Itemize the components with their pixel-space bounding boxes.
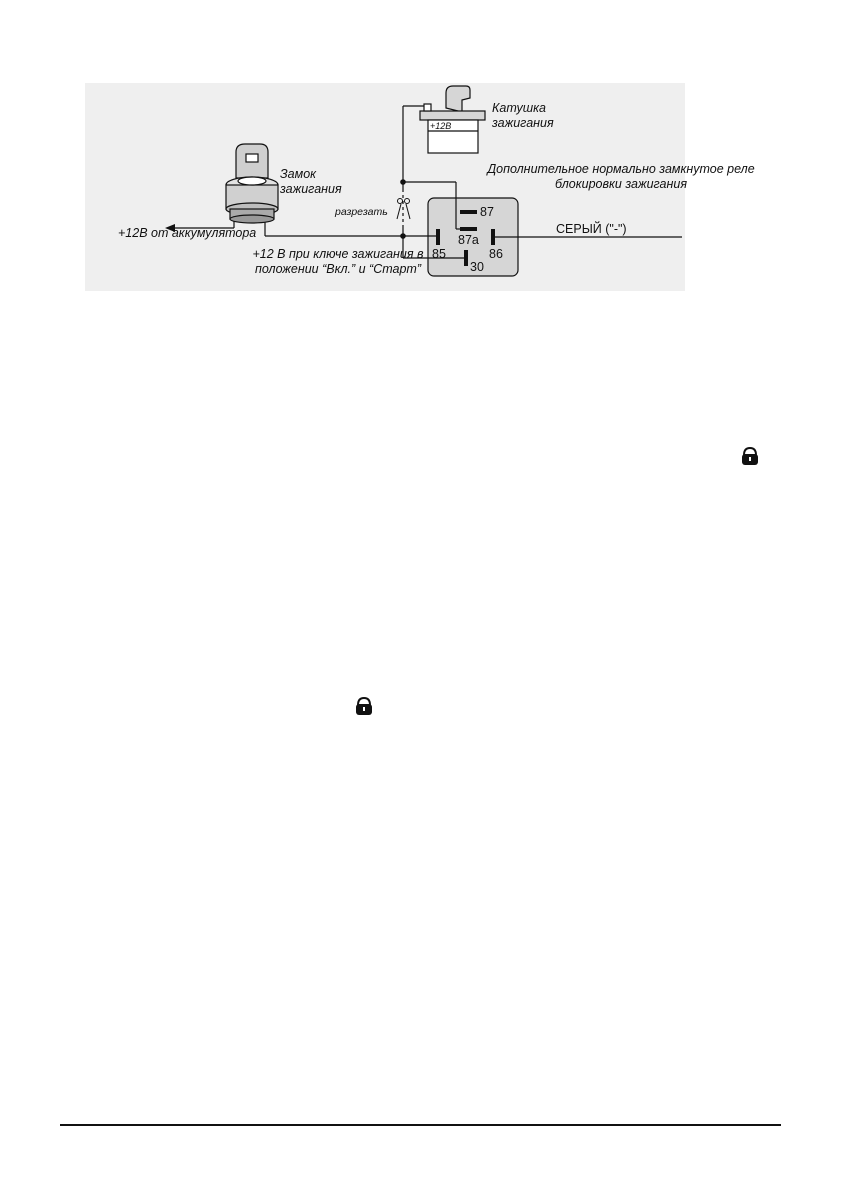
relay-pin-87a: 87a (458, 233, 479, 247)
ignition-lock-label: Замок зажигания (280, 167, 342, 196)
footer-rule (60, 1124, 781, 1126)
padlock-icon-right (742, 446, 758, 465)
ignition-coil-icon (419, 85, 486, 154)
relay-terminal-85 (436, 229, 440, 245)
junction-dot-top (400, 179, 406, 185)
relay-terminal-86 (491, 229, 495, 245)
padlock-icon-left (356, 696, 372, 715)
relay-terminal-87 (460, 210, 477, 214)
relay-pin-30: 30 (470, 260, 484, 274)
relay-pin-85: 85 (432, 247, 446, 261)
junction-dot-bottom (400, 233, 406, 239)
scissors-icon (396, 198, 411, 220)
relay-pin-86: 86 (489, 247, 503, 261)
ignition-coil-label: Катушка зажигания (492, 101, 554, 130)
diagram-panel (85, 83, 685, 291)
ignition-lock-icon (225, 143, 279, 224)
gray-wire-label: СЕРЫЙ ("-") (556, 222, 627, 236)
relay-title: Дополнительное нормально замкнутое реле … (487, 162, 755, 191)
relay-terminal-87a (460, 227, 477, 231)
relay-pin-87: 87 (480, 205, 494, 219)
wires (172, 105, 682, 259)
key-on-label: +12 В при ключе зажигания в положении “В… (252, 247, 424, 276)
battery-arrow (165, 224, 175, 232)
battery-label: +12В от аккумулятора (118, 226, 257, 240)
coil-terminal-label: +12В (430, 121, 452, 131)
cut-label: разрезать (335, 206, 388, 218)
